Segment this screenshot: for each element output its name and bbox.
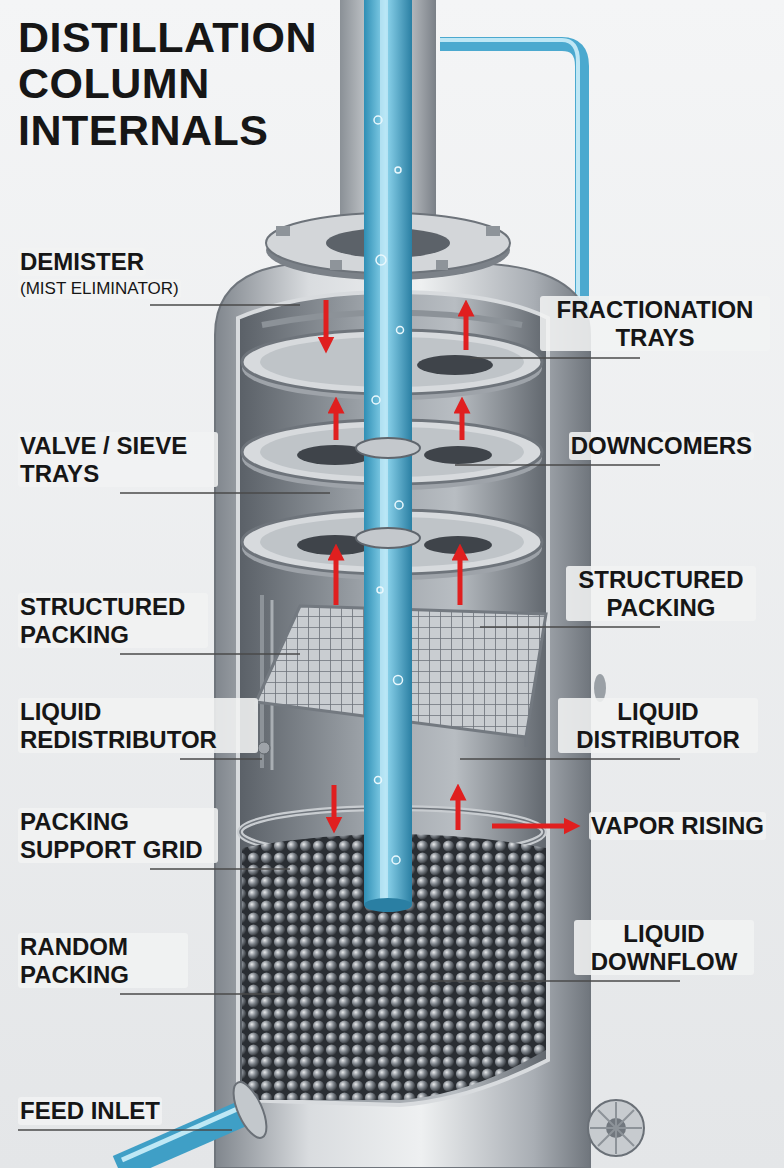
flow-arrow [334, 405, 339, 440]
central-liquid-tube [374, 116, 382, 124]
central-liquid-tube [377, 587, 383, 593]
tube-collar [356, 528, 420, 548]
nozzle-flange [588, 1100, 644, 1156]
callout-slot: FEED INLET [18, 1097, 162, 1125]
nozzle-flange [590, 1102, 642, 1154]
flow-arrow [460, 405, 465, 440]
valve-sieve-tray [424, 536, 492, 554]
leader-line [18, 1129, 232, 1131]
part-label: RANDOM PACKING [18, 933, 188, 988]
part-label: (MIST ELIMINATOR) [18, 279, 181, 299]
leader-line [120, 993, 280, 995]
packing-edge [525, 737, 528, 747]
part-label: FRACTIONATION TRAYS [540, 296, 770, 351]
leader-line [120, 653, 300, 655]
callout-slot: DOWNCOMERS [569, 432, 754, 460]
part-label: STRUCTURED PACKING [566, 566, 756, 621]
top-flange [330, 260, 342, 270]
callout-slot: RANDOM PACKING [18, 933, 188, 988]
callout-slot: LIQUID DISTRIBUTOR [558, 698, 758, 753]
callout-slot: STRUCTURED PACKING [566, 566, 756, 621]
leader-line [180, 758, 262, 760]
part-label: VALVE / SIEVE TRAYS [18, 432, 218, 487]
central-liquid-tube [364, 898, 412, 912]
flow-arrow [458, 552, 463, 605]
leader-line [470, 357, 640, 359]
part-label: LIQUID REDISTRIBUTOR [18, 698, 258, 753]
callout-slot: FRACTIONATION TRAYS [540, 296, 770, 351]
central-liquid-tube [397, 327, 404, 334]
part-label: FEED INLET [18, 1097, 162, 1125]
callout-slot: VALVE / SIEVE TRAYS [18, 432, 218, 487]
flow-arrow [332, 785, 337, 825]
leader-line [120, 492, 330, 494]
central-liquid-tube [395, 501, 403, 509]
diagram-title: DISTILLATION COLUMN INTERNALS [18, 14, 348, 153]
callout-slot: STRUCTURED PACKING [18, 593, 208, 648]
part-label: VAPOR RISING [589, 812, 766, 840]
callout-slot: VAPOR RISING [589, 812, 766, 840]
valve-sieve-tray [424, 446, 492, 464]
flow-arrow [492, 824, 572, 829]
feed-inlet-pipe [227, 1078, 273, 1143]
callout-slot: PACKING SUPPORT GRID [18, 808, 218, 863]
top-flange [436, 260, 448, 270]
title-block: DISTILLATION COLUMN INTERNALS [18, 14, 348, 153]
part-label: PACKING SUPPORT GRID [18, 808, 218, 863]
central-liquid-tube [395, 167, 401, 173]
nozzle-flange [588, 1100, 644, 1156]
leader-line [150, 304, 300, 306]
flow-arrow [334, 552, 339, 605]
part-label: STRUCTURED PACKING [18, 593, 208, 648]
leader-line [480, 626, 660, 628]
callout-slot: DEMISTER [18, 248, 146, 276]
flow-arrow [326, 300, 572, 830]
callout-slot: LIQUID REDISTRIBUTOR [18, 698, 258, 753]
top-flange [486, 226, 500, 236]
flow-arrow [464, 308, 469, 350]
central-liquid-tube [375, 777, 382, 784]
top-flange [276, 226, 290, 236]
redistributor-rods [258, 742, 270, 754]
central-liquid-tube [392, 856, 400, 864]
flow-arrow [324, 300, 329, 345]
callout-slot: (MIST ELIMINATOR) [18, 279, 181, 299]
central-liquid-tube [394, 676, 403, 685]
leader-line [150, 868, 290, 870]
part-label: DOWNCOMERS [569, 432, 754, 460]
leader-line [460, 758, 680, 760]
callout-slot: LIQUID DOWNFLOW [574, 920, 754, 975]
tube-collar [356, 438, 420, 548]
part-label: LIQUID DOWNFLOW [574, 920, 754, 975]
central-liquid-tube [372, 396, 380, 404]
leader-line [455, 464, 660, 466]
leader-line [430, 980, 680, 982]
central-liquid-tube [376, 255, 386, 265]
tube-collar [356, 438, 420, 458]
part-label: LIQUID DISTRIBUTOR [558, 698, 758, 753]
flow-arrow [456, 792, 461, 830]
part-label: DEMISTER [18, 248, 146, 276]
